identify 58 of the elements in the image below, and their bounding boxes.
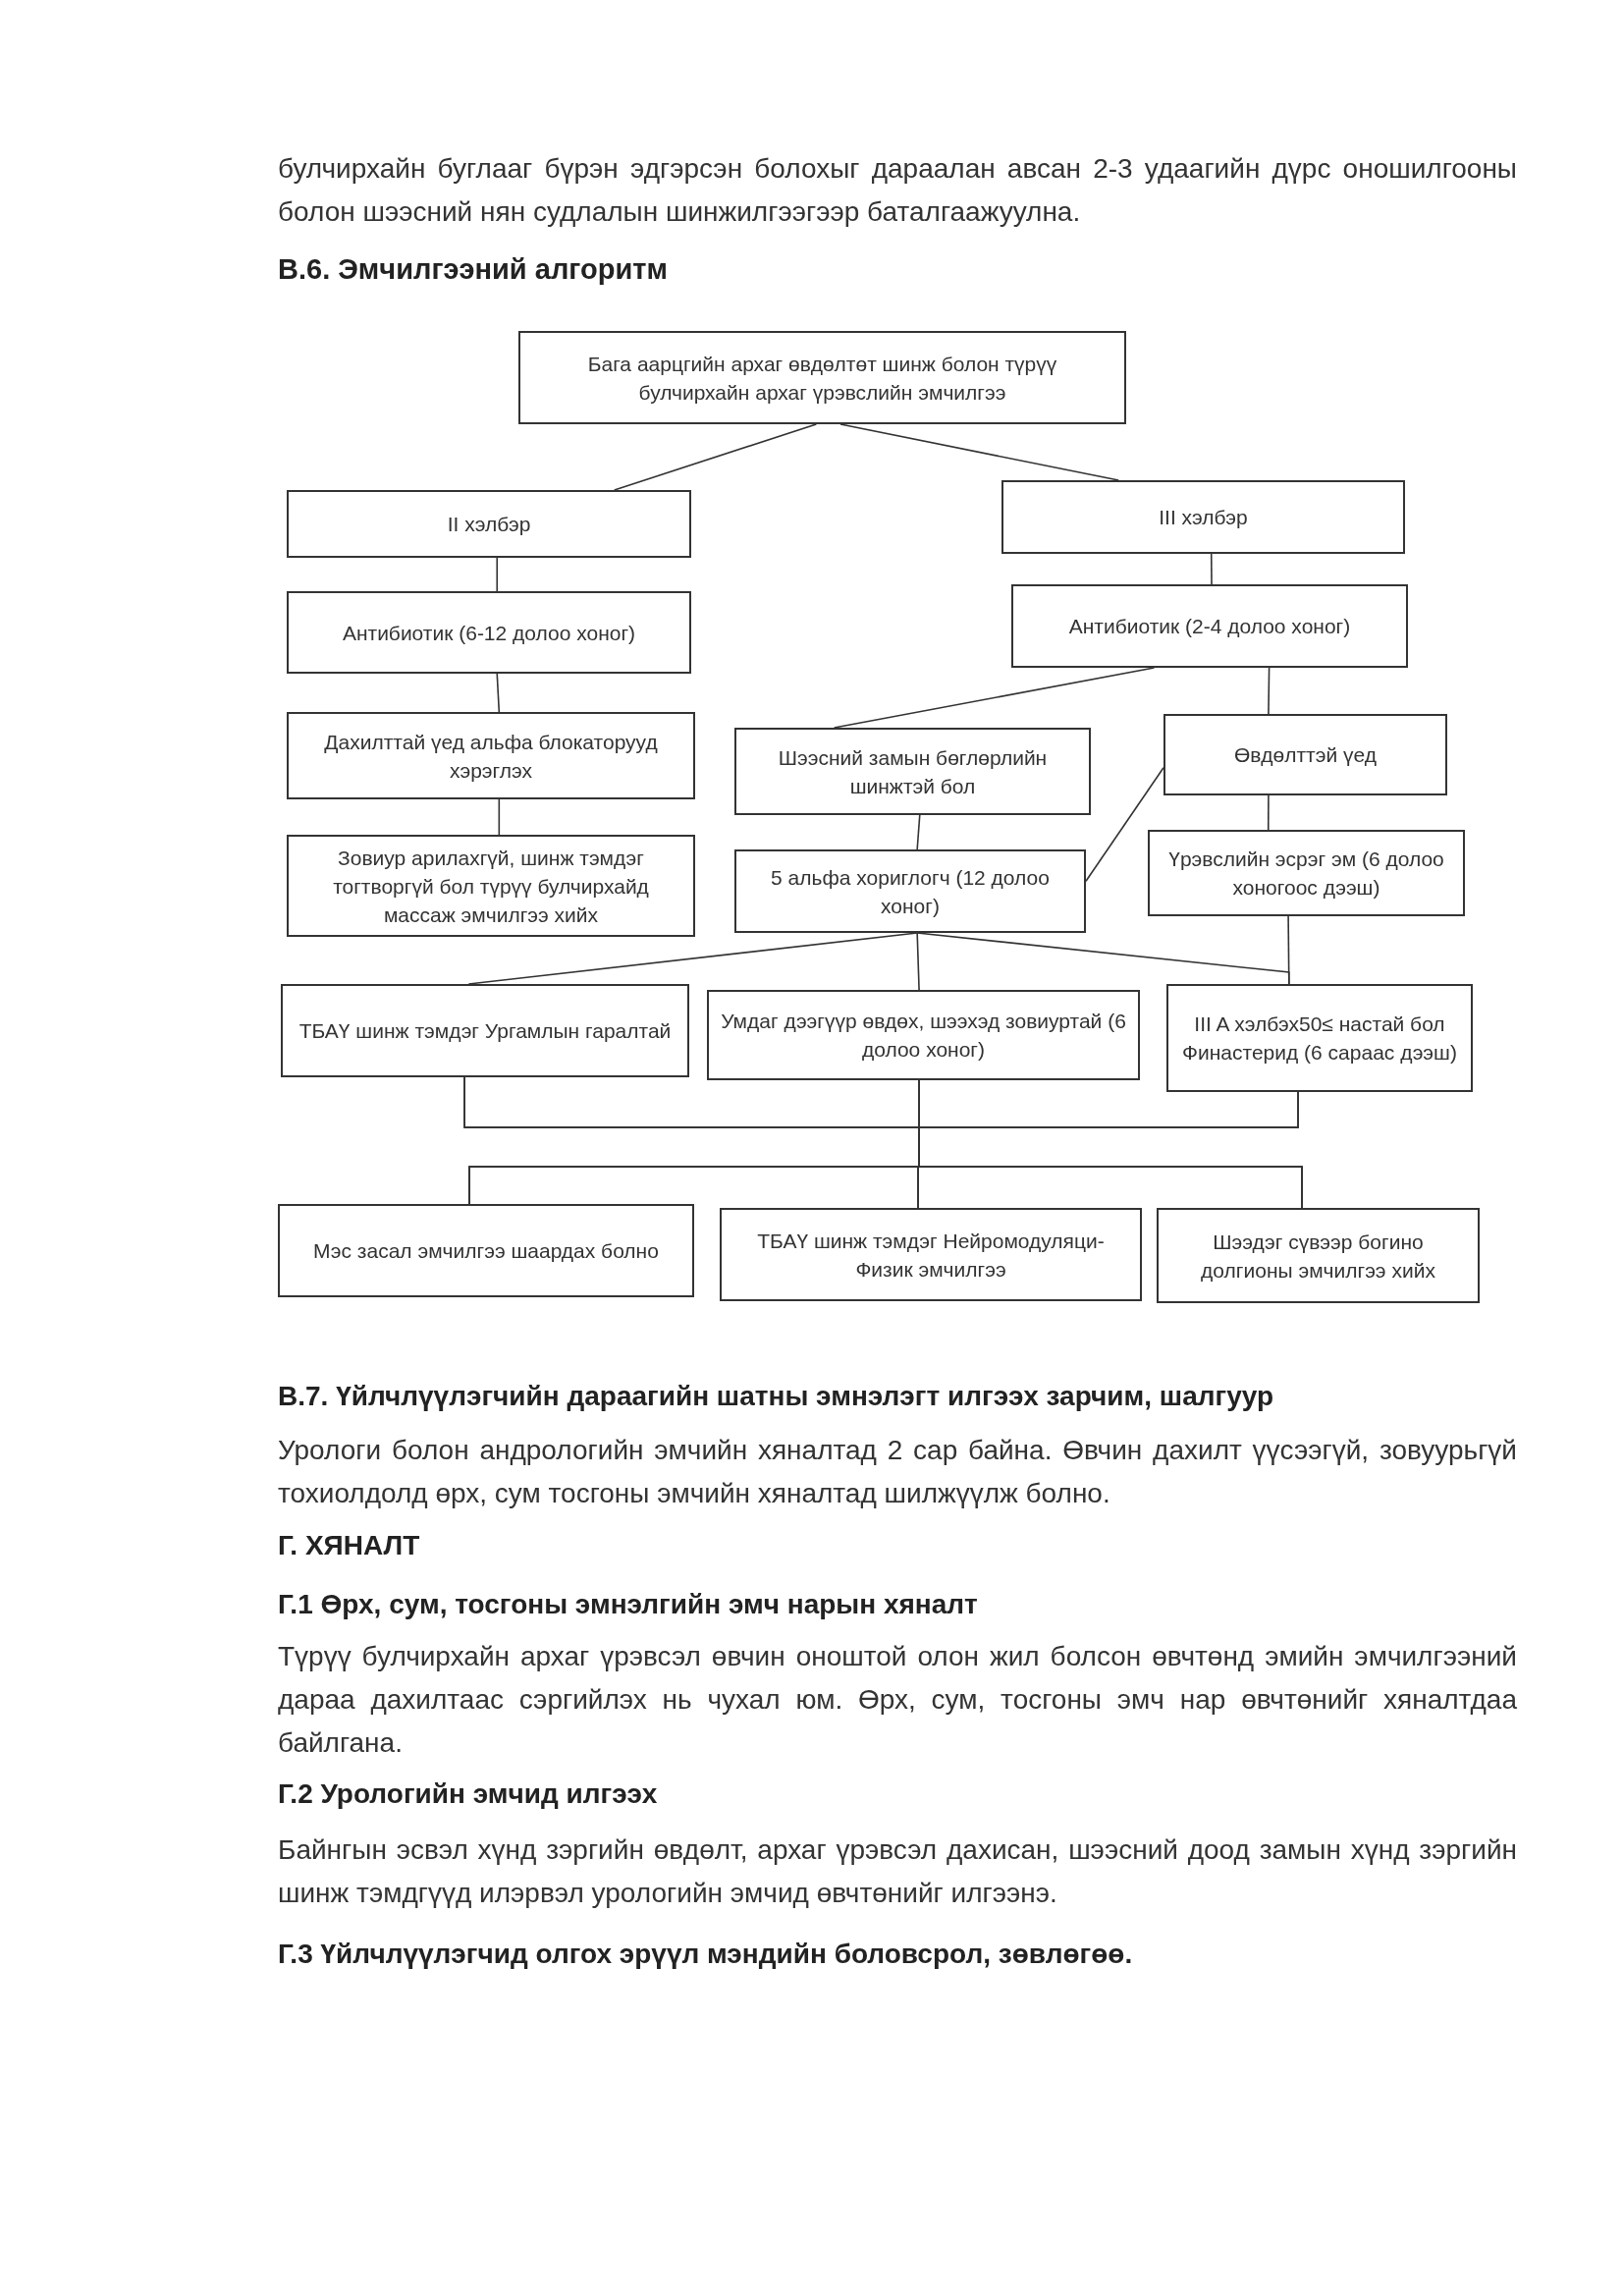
paragraph: Байнгын эсвэл хүнд зэргийн өвдөлт, архаг үрэвсэл дахисан, шээсний доод замын хүнд зэргийн шинж тэмдгүүд илэрвэл урологийн эмчид өвчтөнийг илгээнэ. (278, 1833, 1517, 1910)
process-box (1163, 714, 1447, 795)
connector-line (467, 932, 918, 985)
connector-line (496, 557, 499, 592)
box-label: Шээдэг сүвээр богино долгионы эмчилгээ хийх (1200, 1229, 1436, 1284)
box-label: Мэс засал эмчилгээ шаардах болно (313, 1238, 659, 1264)
connector-line (1267, 794, 1270, 831)
process-box (287, 712, 695, 799)
paragraph: булчирхайн буглааг бүрэн эдгэрсэн болохыг дараалан авсан 2-3 удаагийн дүрс оношилгооны болон шээсний нян судлалын шинжилгээгээр баталгаажуулна. (278, 152, 1517, 229)
section-heading: Г.2 Урологийн эмчид илгээх (278, 1777, 659, 1811)
process-box (1166, 984, 1473, 1092)
section-heading: В.6. Эмчилгээний алгоритм (278, 252, 669, 287)
process-box (734, 849, 1086, 933)
box-label: Шээсний замын бөглөрлийн шинжтэй бол (777, 744, 1049, 799)
process-box (1148, 830, 1465, 916)
section-heading: Г.3 Үйлчлүүлэгчид олгох эрүүл мэндийн боловсрол, зөвлөгөө. (278, 1938, 1134, 1971)
box-label: Бага аарцгийн архаг өвдөлтөт шинж болон түрүү булчирхайн архаг үрэвслийн эмчилгээ (586, 351, 1058, 406)
connector-line (1210, 553, 1213, 585)
box-label: ТБАҮ шинж тэмдэг Ургамлын гаралтай (298, 1018, 672, 1044)
connector-line (498, 798, 501, 836)
process-box (287, 591, 691, 674)
connector-line (496, 673, 501, 713)
process-box (720, 1208, 1142, 1301)
box-label: Зовиур арилахгүй, шинж тэмдэг тогтворгүй бол түрүү булчирхайд массаж эмчилгээ хийх (332, 845, 650, 928)
process-box (1001, 480, 1405, 554)
process-box (707, 990, 1140, 1080)
process-box (518, 331, 1126, 424)
connector-line (613, 423, 818, 491)
connector-line (833, 667, 1156, 729)
section-heading: Г.1 Өрх, сум, тосгоны эмнэлгийн эмч нарын хяналт (278, 1588, 979, 1621)
process-box (281, 984, 689, 1077)
box-label: Үрэвслийн эсрэг эм (6 долоо хоногоос дээш) (1167, 847, 1445, 901)
paragraph: Түрүү булчирхайн архаг үрэвсэл өвчин оноштой олон жил болсон өвчтөнд эмийн эмчилгээний дараа дахилтаас сэргийлэх нь чухал юм. Өрх, сум, тосгоны эмч нар өвчтөнийг хяналтдаа байлгана. (278, 1640, 1517, 1760)
box-label: Антибиотик (6-12 долоо хоног) (342, 620, 636, 646)
connector-line (916, 932, 920, 991)
process-box (287, 490, 691, 558)
box-label: Дахилттай үед альфа блокаторууд хэрэглэх (323, 729, 659, 784)
connector-line (839, 423, 1119, 481)
paragraph: Урологи болон андрологийн эмчийн хяналтад 2 сар байна. Өвчин дахилт үүсээгүй, зовуурьгүй тохиолдолд өрх, сум тосгоны эмчийн хяналтад шилжүүлж болно. (278, 1434, 1517, 1510)
box-label: ТБАҮ шинж тэмдэг Нейромодуляци-Физик эмчилгээ (756, 1228, 1106, 1283)
process-box (287, 835, 695, 937)
section-heading: В.7. Үйлчлүүлэгчийн дараагийн шатны эмнэлэгт илгээх зарчим, шалгуур (278, 1380, 1275, 1413)
box-label: 5 альфа хориглогч (12 долоо хоног) (770, 864, 1051, 919)
process-box (278, 1204, 694, 1297)
connector-line (916, 814, 921, 850)
box-label: Умдаг дээгүүр өвдөх, шээхэд зовиуртай (6 долоо хоног) (720, 1009, 1127, 1063)
box-label: Өвдөлттэй үед (1234, 742, 1377, 768)
section-heading: Г. ХЯНАЛТ (278, 1529, 421, 1562)
process-box (734, 728, 1091, 815)
process-box (1011, 584, 1408, 668)
connector-line (1268, 667, 1271, 715)
process-box (1157, 1208, 1480, 1303)
box-label: II хэлбэр (447, 512, 531, 537)
connector-line (1287, 915, 1290, 985)
box-label: III A хэлбэх50≤ настай бол Финастерид (6 сараас дээш) (1181, 1011, 1458, 1066)
connector-line (1085, 767, 1164, 883)
box-label: Антибиотик (2-4 долоо хоног) (1068, 614, 1351, 639)
box-label: III хэлбэр (1159, 505, 1248, 530)
